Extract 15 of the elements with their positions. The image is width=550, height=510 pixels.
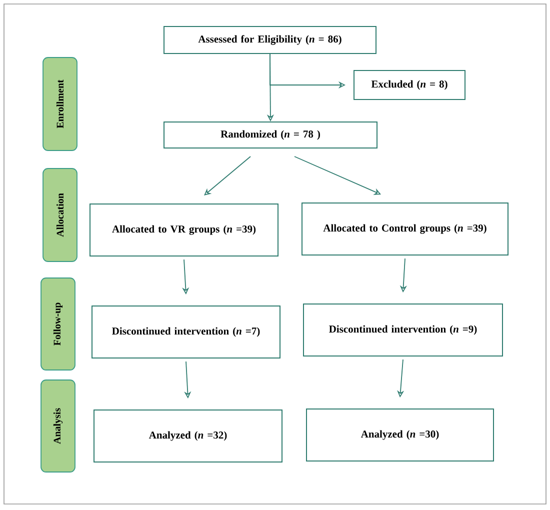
process-box: Allocated to Control groups (n =39)	[302, 202, 508, 256]
process-box: Allocated to VR groups (n =39)	[90, 204, 278, 256]
phase-label-band: Enrollment	[42, 57, 78, 151]
arrow	[204, 156, 251, 196]
process-box: Discontinued intervention (n =7)	[92, 306, 280, 358]
process-box: Analyzed (n =32)	[94, 410, 282, 462]
process-box: Assessed for Eligibility (n = 86)	[164, 26, 376, 54]
phase-label-band: Follow-up	[40, 278, 76, 370]
phase-label-band: Allocation	[42, 168, 78, 262]
process-box: Excluded (n = 8)	[354, 70, 466, 100]
process-box: Discontinued intervention (n =9)	[303, 304, 503, 356]
process-box: Randomized (n = 78 )	[164, 122, 378, 148]
process-box: Analyzed (n =30)	[306, 408, 494, 462]
arrow	[294, 156, 381, 195]
phase-label-band: Analysis	[40, 380, 76, 472]
